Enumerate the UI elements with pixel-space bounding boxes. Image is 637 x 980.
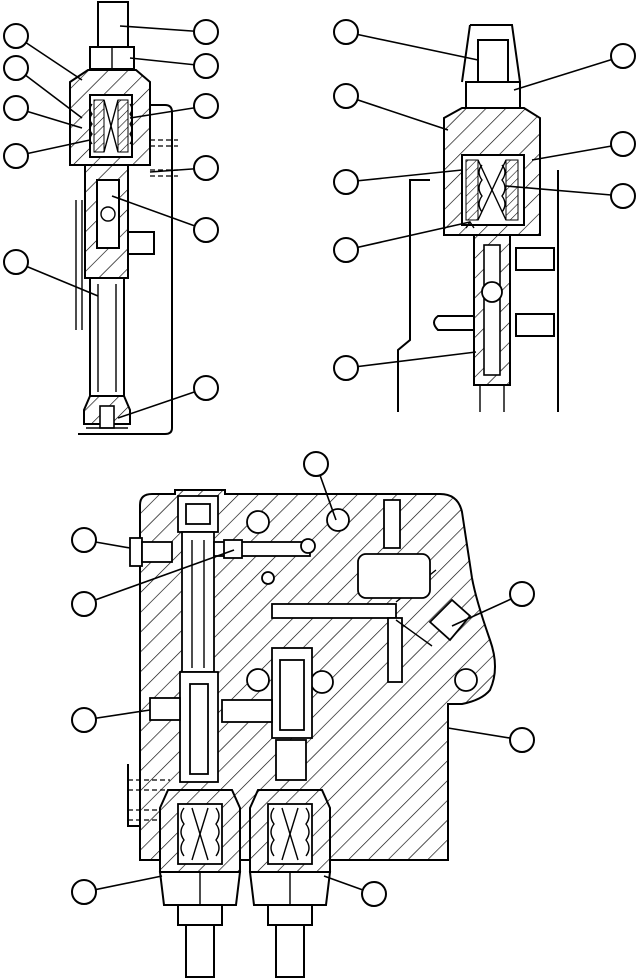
callout-circle xyxy=(193,375,219,401)
hex-nut xyxy=(465,81,521,109)
angled-plug xyxy=(428,598,472,642)
callout-circle xyxy=(71,591,97,617)
long-spool xyxy=(89,277,125,397)
callout-circle xyxy=(333,19,359,45)
callout-circle xyxy=(333,237,359,263)
callout-circle xyxy=(193,155,219,181)
oring xyxy=(246,510,270,534)
check-ball xyxy=(100,206,116,222)
oring xyxy=(326,508,350,532)
callout-circle xyxy=(3,55,29,81)
oring xyxy=(454,668,478,692)
callouts-bottom xyxy=(71,451,535,907)
spring-coil-left xyxy=(89,103,93,145)
callout-circle xyxy=(3,249,29,275)
callout-circle xyxy=(509,727,535,753)
callout-circle xyxy=(193,93,219,119)
callout-circle xyxy=(193,19,219,45)
view-top-left xyxy=(69,1,178,435)
callout-circle xyxy=(333,355,359,381)
hex-nut-left xyxy=(158,871,242,906)
callout-circle xyxy=(3,143,29,169)
callout-circle xyxy=(71,879,97,905)
oring xyxy=(246,668,270,692)
callout-circle xyxy=(610,43,636,69)
cap-stem xyxy=(477,39,509,83)
callout-circle xyxy=(333,83,359,109)
check-ball xyxy=(481,281,503,303)
callout-circle xyxy=(333,169,359,195)
spring-coil-right xyxy=(129,103,133,145)
view-bottom xyxy=(127,489,496,978)
callouts-top-left xyxy=(3,19,219,419)
housing-outline xyxy=(80,104,173,435)
callout-circle xyxy=(71,707,97,733)
view-top-right xyxy=(397,24,559,412)
callout-circle xyxy=(610,131,636,157)
callout-circle xyxy=(509,581,535,607)
hex-nut-right xyxy=(248,871,332,906)
callout-circle xyxy=(3,95,29,121)
callout-circle xyxy=(71,527,97,553)
callouts-top-right xyxy=(333,19,636,381)
tank-cavity xyxy=(357,553,431,599)
cap-stem xyxy=(97,1,129,48)
oring xyxy=(310,670,334,694)
callout-circle xyxy=(361,881,387,907)
callout-circle xyxy=(193,217,219,243)
callout-circle xyxy=(3,23,29,49)
housing-left-edge xyxy=(397,179,430,412)
callout-circle xyxy=(193,53,219,79)
side-plug xyxy=(127,231,155,255)
callout-circle xyxy=(610,183,636,209)
callout-circle xyxy=(303,451,329,477)
